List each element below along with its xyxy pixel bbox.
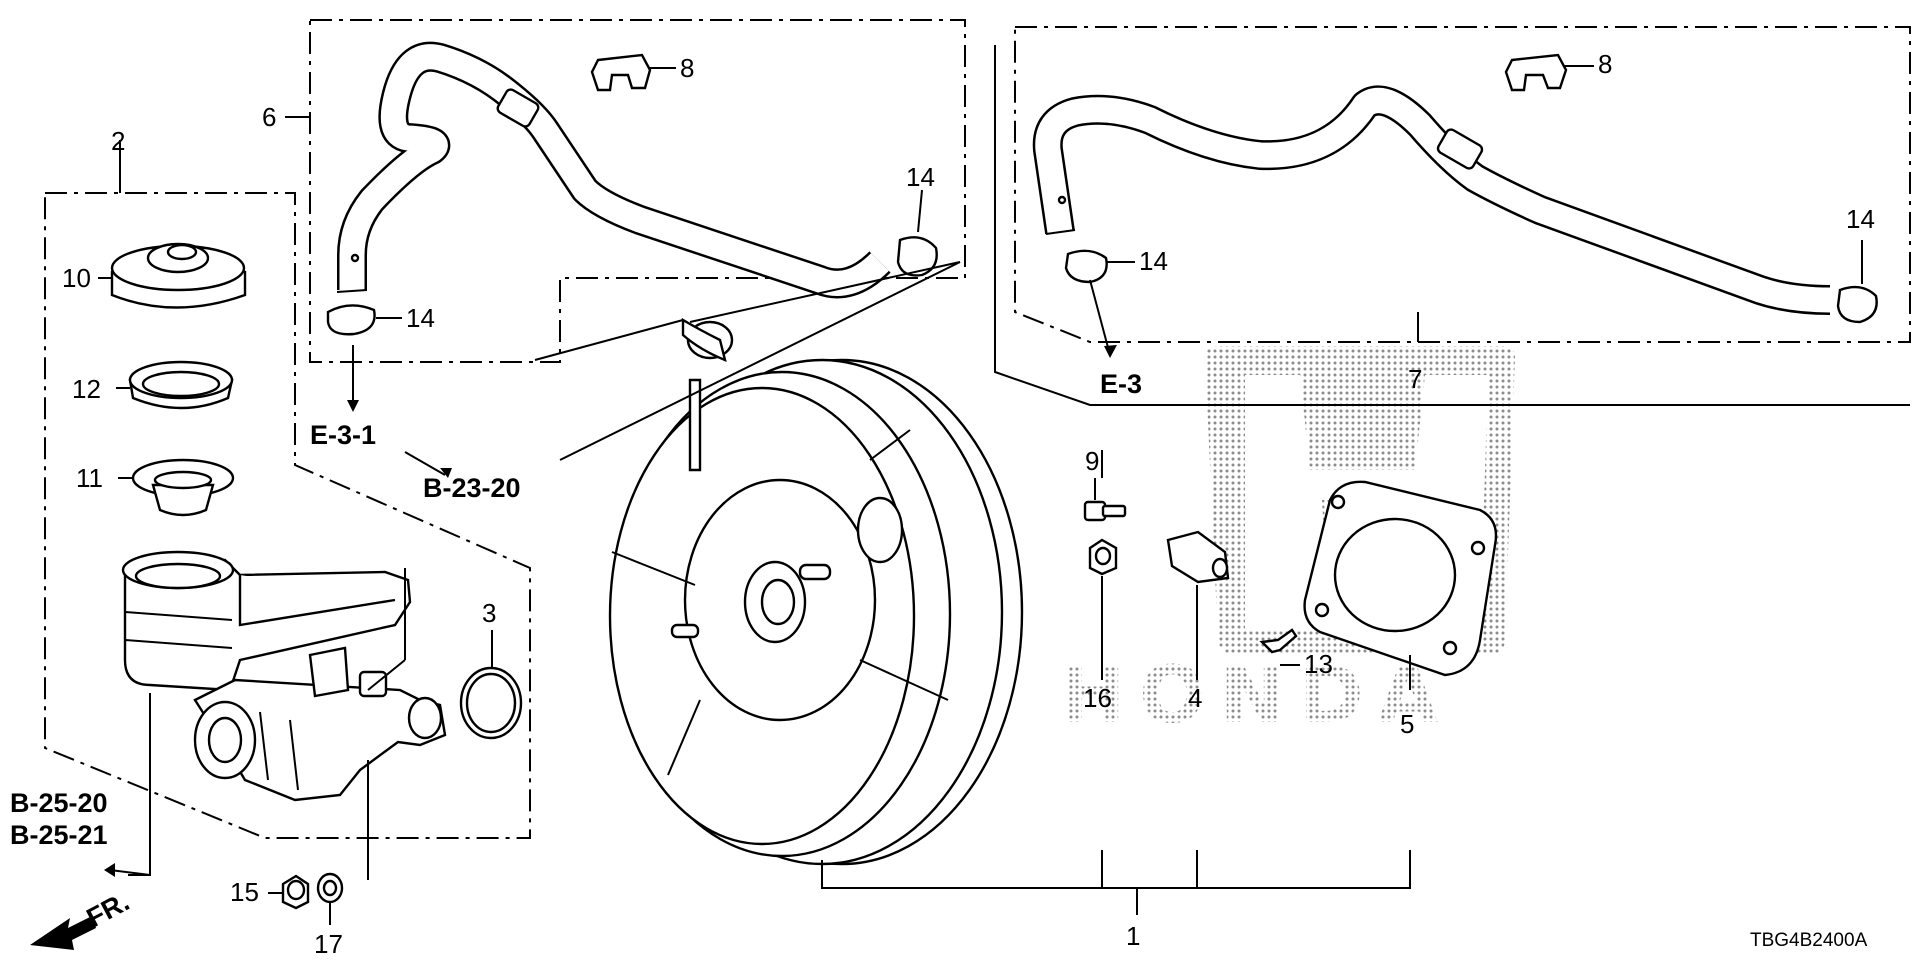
callout-1: 1: [1126, 921, 1140, 951]
vacuum-hose-7: [1032, 85, 1831, 315]
split-pin-13: [1259, 628, 1300, 666]
bracket-4: [1166, 530, 1230, 680]
diagram-code: TBG4B2400A: [1750, 930, 1868, 951]
hose-6-group-box: [309, 19, 966, 363]
leader-14a-booster-2: [689, 261, 961, 323]
callout-14-c: 14: [1139, 246, 1168, 276]
diaphragm-12: [116, 360, 234, 410]
o-ring-3: [459, 630, 523, 740]
ref-b-25-20: B-25-20: [10, 788, 108, 818]
callout-8-right: 8: [1598, 49, 1612, 79]
gasket-5: [1303, 480, 1498, 690]
callout-14-a: 14: [906, 162, 935, 192]
callout-12: 12: [72, 374, 101, 404]
hose-7-outer-frame: [994, 45, 1910, 406]
callout-5: 5: [1400, 709, 1414, 739]
clip-8-right: [1504, 53, 1594, 92]
reference-labels: E-3-1 B-23-20 E-3 B-25-20 B-25-21: [10, 369, 1142, 850]
clip-14-c: [1064, 249, 1135, 284]
callout-4: 4: [1188, 683, 1202, 713]
nut-16: [1088, 538, 1118, 680]
ref-b-23-20: B-23-20: [423, 473, 521, 503]
front-arrow: FR.: [30, 886, 134, 950]
callout-labels: 1 2 3 4 5 6 7 8 8 9 10 11 12 13 14 14 14…: [62, 49, 1875, 959]
callout-14-d: 14: [1846, 204, 1875, 234]
clip-8-left: [590, 53, 676, 92]
nut-15: [268, 874, 310, 910]
callout-11: 11: [76, 463, 103, 493]
washer-17: [316, 872, 344, 925]
clip-14-b: [326, 304, 402, 336]
callout-17: 17: [314, 929, 343, 959]
ref-e-3: E-3: [1100, 369, 1142, 399]
callout-14-b: 14: [406, 303, 435, 333]
callout-7: 7: [1408, 364, 1422, 394]
callout-15: 15: [230, 877, 259, 907]
strainer-11: [118, 458, 235, 517]
leader-14a-booster: [559, 261, 961, 461]
callout-13: 13: [1304, 649, 1333, 679]
callout-2: 2: [111, 126, 125, 156]
honda-wordmark: HONDA: [1060, 651, 1452, 741]
hose-7-group-box: [1014, 26, 1911, 343]
vacuum-hose-6: [336, 41, 891, 299]
callout-16: 16: [1083, 683, 1112, 713]
ref-b-25-21: B-25-21: [10, 820, 108, 850]
clip-14-a: [896, 189, 938, 277]
master-cylinder-group-box: [44, 192, 531, 839]
clip-14-d: [1836, 240, 1878, 324]
callout-10: 10: [62, 263, 91, 293]
ref-e-3-1: E-3-1: [310, 420, 376, 450]
master-cylinder-2: [121, 550, 447, 880]
callout-8-left: 8: [680, 53, 694, 83]
callout-6: 6: [262, 102, 276, 132]
bolt-9: [1083, 478, 1127, 522]
brake-booster-1: [534, 317, 1411, 915]
callout-leaders: [119, 116, 1419, 478]
reservoir-cap-10: [98, 242, 247, 309]
callout-3: 3: [482, 598, 496, 628]
callout-9: 9: [1085, 446, 1099, 476]
reference-arrows: [104, 279, 1117, 877]
